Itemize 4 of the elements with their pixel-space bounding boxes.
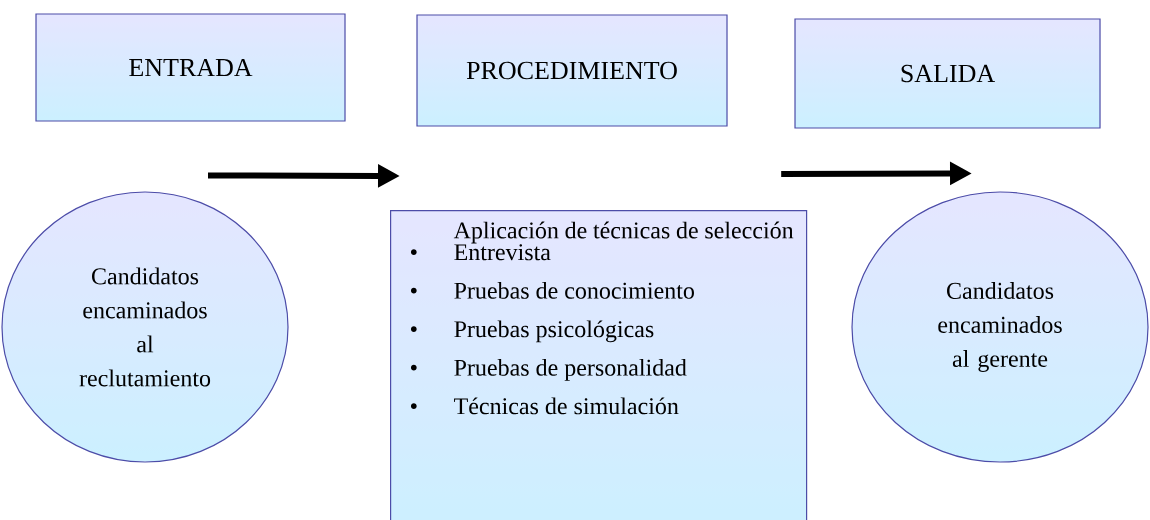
header-box: ENTRADA <box>35 13 346 122</box>
header-box: PROCEDIMIENTO <box>416 14 728 127</box>
list-box: Aplicación de técnicas de selección • Entrevista • Pruebas de conocimiento • Pruebas psicológicas • Pruebas de personalidad • Técnicas de simulación <box>390 210 808 520</box>
header-box: SALIDA <box>794 18 1101 129</box>
